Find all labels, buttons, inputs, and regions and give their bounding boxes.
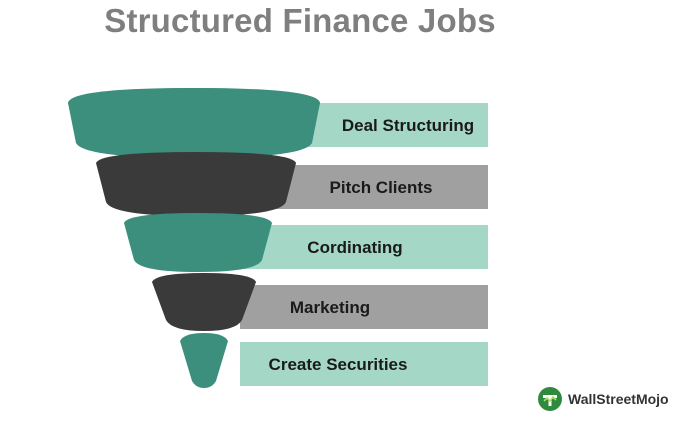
wallstreetmojo-logo-icon — [538, 387, 562, 411]
stage-band-5 — [240, 342, 488, 386]
funnel-segment-1 — [68, 88, 320, 158]
funnel-segment-3 — [124, 213, 272, 272]
page-title: Structured Finance Jobs — [104, 2, 496, 39]
logo-text: WallStreetMojo — [568, 391, 669, 407]
stage-label-1: Deal Structuring — [342, 116, 474, 135]
stage-label-4: Marketing — [290, 298, 370, 317]
funnel-segment-4 — [152, 273, 256, 331]
wallstreetmojo-logo: WallStreetMojo — [537, 386, 669, 412]
stage-label-5: Create Securities — [269, 355, 408, 374]
funnel-segment-2 — [96, 152, 296, 216]
funnel-segment-5 — [180, 333, 228, 388]
stage-label-2: Pitch Clients — [330, 178, 433, 197]
stage-band-4 — [240, 285, 488, 329]
stage-band-3 — [240, 225, 488, 269]
stage-label-3: Cordinating — [307, 238, 402, 257]
